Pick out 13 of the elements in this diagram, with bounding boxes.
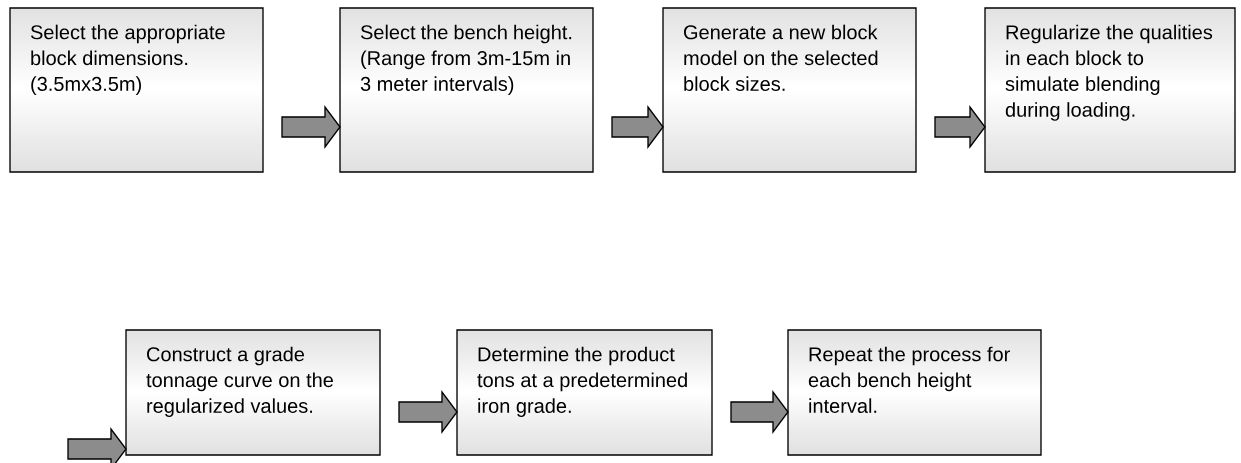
process-box: Repeat the process for each bench height interval. <box>787 329 1042 456</box>
process-box: Select the bench height. (Range from 3m-15m in 3 meter intervals) <box>339 7 594 173</box>
process-box: Generate a new block model on the selected block sizes. <box>662 7 917 173</box>
block-arrow <box>611 105 664 149</box>
process-box: Determine the product tons at a predetermined iron grade. <box>456 329 713 456</box>
block-arrow <box>67 427 127 463</box>
process-box: Construct a grade tonnage curve on the regularized values. <box>125 329 381 456</box>
block-arrow <box>934 105 986 149</box>
process-box: Regularize the qualities in each block to simulate blending during loading. <box>984 7 1236 173</box>
block-arrow <box>281 105 341 149</box>
block-arrow <box>730 390 789 434</box>
process-box: Select the appropriate block dimensions. (3.5mx3.5m) <box>9 7 264 173</box>
block-arrow <box>398 390 458 434</box>
